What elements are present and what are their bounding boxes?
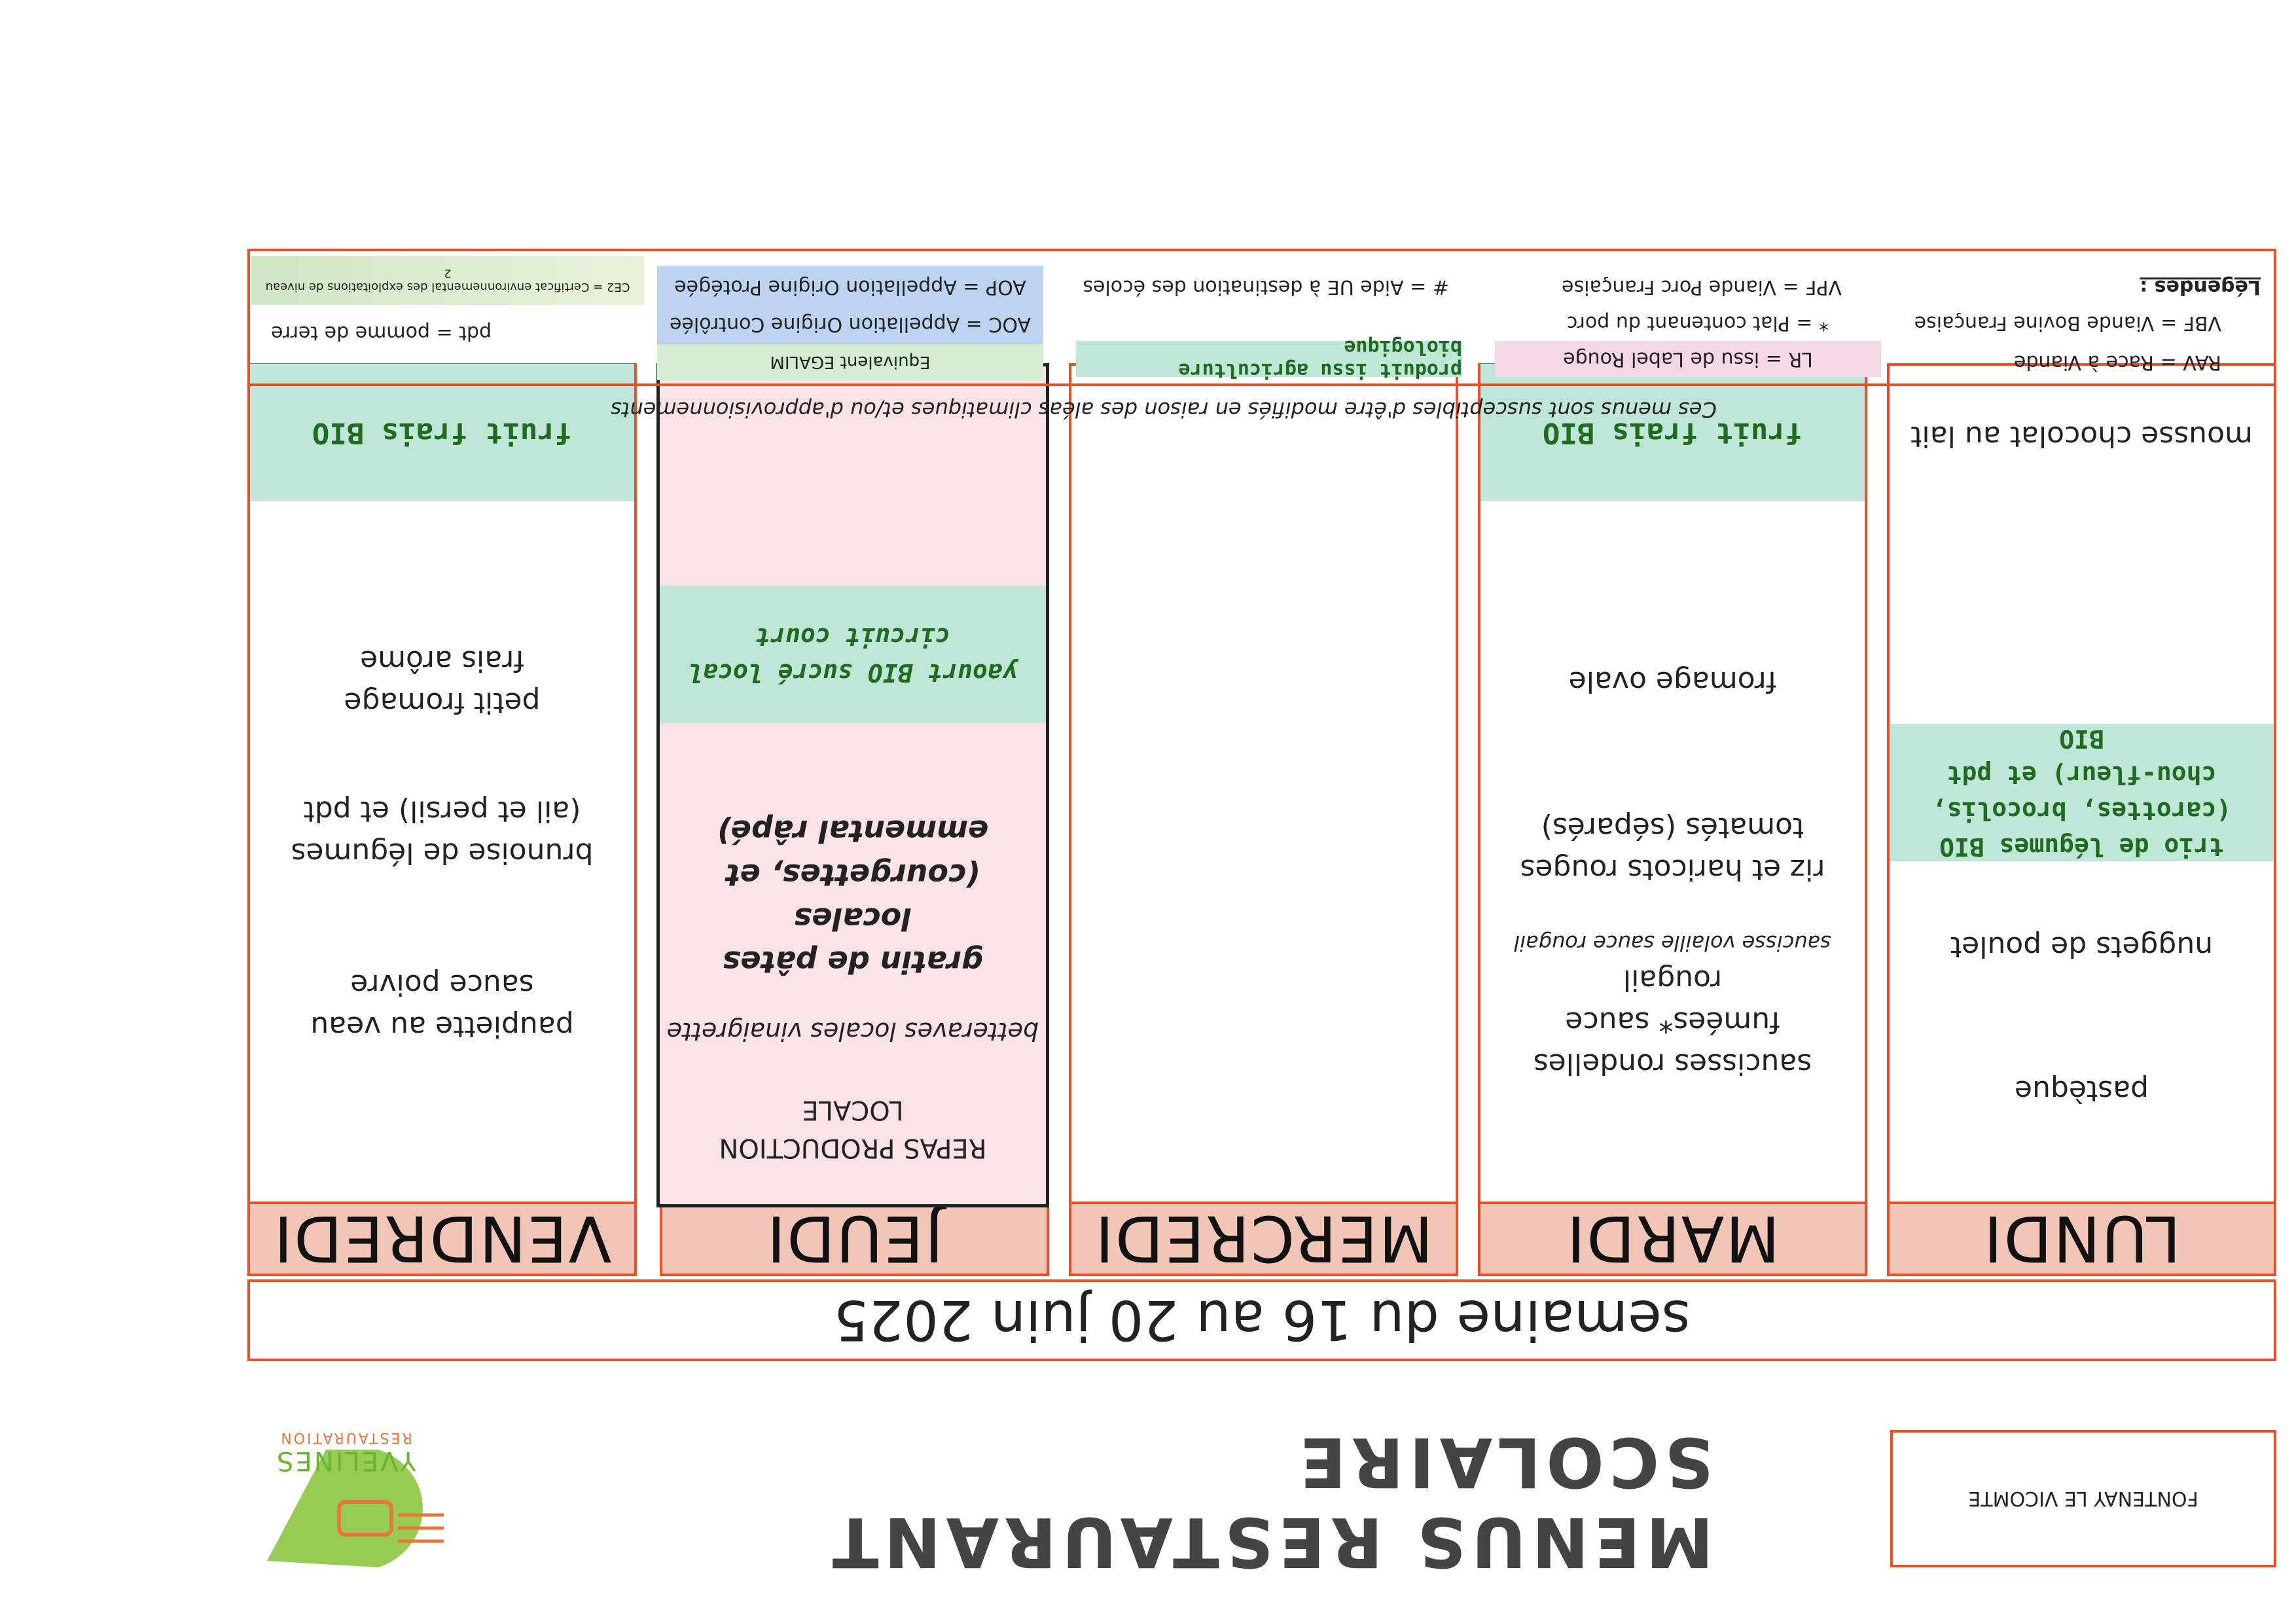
day-column-jeudi: JEUDI REPAS PRODUCTION LOCALE betteraves… (656, 363, 1049, 1276)
day-header-mercredi: MERCREDI (1069, 1201, 1458, 1276)
legend-pork: * = Plat contenant du porc (1566, 312, 1829, 334)
legend-aoc: AOC = Appellation Origine Contrôlée (657, 305, 1043, 344)
notice-text: Ces menus sont susceptibles d'être modif… (611, 397, 1717, 422)
side-dish: riz et haricots rouges tomatés (séparés) (1520, 811, 1825, 886)
legend-rav: RAV = Race à Viande (2013, 351, 2221, 374)
day-body-lundi: pastèque nuggets de poulet trio de légum… (1887, 363, 2276, 1204)
legend-ue: # = Aide UE à destination des écoles (1083, 276, 1449, 298)
main-dish: nuggets de poulet (1950, 929, 2214, 963)
legend-vbf: VBF = Viande Bovine Française (1914, 312, 2221, 334)
day-body-vendredi: paupiette au veau sauce poivre brunoise … (247, 363, 637, 1204)
town-name: FONTENAY LE VICOMTE (1968, 1487, 2198, 1510)
starter: pastèque (2014, 1073, 2149, 1107)
legend-label-rouge: LR = issu de Label Rouge (1495, 341, 1881, 377)
day-column-mardi: MARDI saucisses rondelles fumées* sauce … (1478, 363, 1867, 1276)
dairy: petit fromage frais arôme (344, 644, 541, 719)
day-column-lundi: LUNDI pastèque nuggets de poulet trio de… (1887, 363, 2276, 1276)
side-dish: brunoise de légumes (ail et persil) et p… (291, 794, 594, 870)
starter: betteraves locales vinaigrette (666, 1016, 1039, 1046)
legend-box: Légendes : VBF = Viande Bovine Française… (247, 249, 2276, 386)
day-body-mardi: saucisses rondelles fumées* sauce rougai… (1478, 363, 1867, 1204)
legend-bio: produit issu agriculture biologique (1076, 336, 1462, 382)
day-column-mercredi: MERCREDI (1069, 363, 1458, 1276)
legend-pdt: pdt = pomme de terre (271, 321, 492, 344)
local-meal-banner: REPAS PRODUCTION LOCALE (719, 1095, 987, 1163)
main-dish: gratin de pâtes locales (courgettes, et … (717, 813, 989, 980)
dairy: fromage ovale (1568, 664, 1777, 698)
main-dish-note: saucisse volaille sauce rougail (1514, 931, 1831, 956)
week-banner: semaine du 16 au 20 juin 2025 (247, 1279, 2276, 1361)
day-body-mercredi (1069, 363, 1458, 1204)
day-header-lundi: LUNDI (1887, 1201, 2276, 1276)
logo-sub: RESTAURATION (279, 1429, 412, 1446)
legend-vpf: VPF = Viande Porc Française (1562, 276, 1842, 298)
day-column-vendredi: VENDREDI paupiette au veau sauce poivre … (247, 363, 637, 1276)
day-header-jeudi: JEUDI (660, 1201, 1049, 1276)
day-header-mardi: MARDI (1478, 1201, 1867, 1276)
logo: YVELINES RESTAURATION (254, 1417, 470, 1574)
town-box: FONTENAY LE VICOMTE (1890, 1430, 2276, 1567)
page-title: MENUS RESTAURANT SCOLAIRE (827, 1422, 1713, 1582)
bowl-logo-icon (267, 1450, 444, 1567)
day-body-jeudi: REPAS PRODUCTION LOCALE betteraves local… (656, 363, 1049, 1207)
main-dish: saucisses rondelles fumées* sauce rougai… (1533, 963, 1812, 1080)
legend-aop: AOP = Appellation Origine Protégée (657, 266, 1043, 308)
logo-name: YVELINES (275, 1446, 416, 1476)
day-header-vendredi: VENDREDI (247, 1201, 637, 1276)
legend-title: Légendes : (2140, 276, 2261, 298)
legend-egalim: Equivalent EGALIM (657, 344, 1043, 380)
main-dish: paupiette au veau sauce poivre (310, 968, 574, 1043)
side-dish-bio: trio de légumes BIO (carottes, brocolis,… (1890, 724, 2274, 861)
dairy-bio: yaourt BIO sucré local circuit court (660, 586, 1046, 723)
legend-ce2: CE2 = Certificat environnemental des exp… (251, 256, 644, 305)
